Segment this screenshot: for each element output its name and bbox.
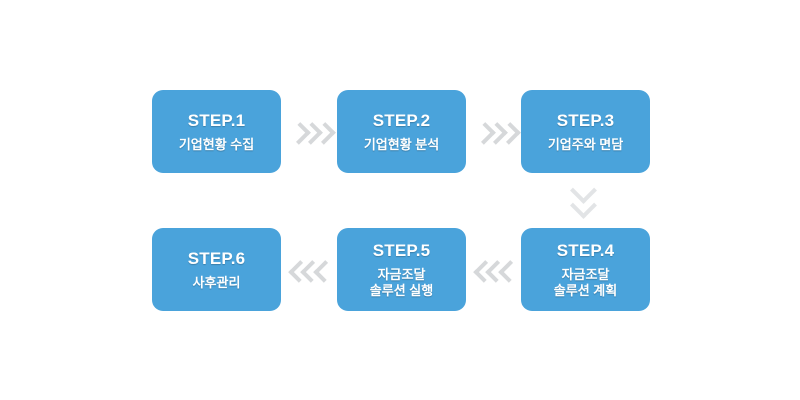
step-description-6: 사후관리 [193,275,241,291]
step-description-3: 기업주와 면담 [548,137,623,153]
chevron-stroke [312,259,336,283]
step-description-line: 기업현황 수집 [178,136,255,152]
step-description-2: 기업현황 분석 [364,137,439,153]
step-card-1[interactable]: STEP.1 기업현황 수집 [152,90,281,173]
step-description-line: 솔루션 계획 [553,282,618,298]
chevron-left-triple-icon [473,259,521,283]
step-description-line: 자금조달 [561,266,610,282]
chevron-stroke [497,121,521,145]
step-description-line: 사후관리 [192,274,241,290]
step-card-5[interactable]: STEP.5 자금조달 솔루션 실행 [337,228,466,311]
step-description-1: 기업현황 수집 [179,137,254,153]
step-description-line: 기업현황 분석 [363,136,440,152]
chevron-stroke [569,192,597,219]
chevron-right-triple-icon [473,121,521,145]
chevron-stroke [497,259,521,283]
step-description-line: 기업주와 면담 [547,136,624,152]
chevron-down-double-icon [568,177,598,219]
step-description-5: 자금조달 솔루션 실행 [370,267,433,300]
step-card-3[interactable]: STEP.3 기업주와 면담 [521,90,650,173]
step-description-line: 솔루션 실행 [369,282,434,298]
step-description-line: 자금조달 [377,266,426,282]
step-title-3: STEP.3 [556,111,615,131]
step-title-2: STEP.2 [372,111,431,131]
step-card-2[interactable]: STEP.2 기업현황 분석 [337,90,466,173]
step-description-4: 자금조달 솔루션 계획 [554,267,617,300]
step-title-6: STEP.6 [187,249,246,269]
step-title-5: STEP.5 [372,240,431,260]
step-card-4[interactable]: STEP.4 자금조달 솔루션 계획 [521,228,650,311]
step-title-1: STEP.1 [187,111,246,131]
step-card-6[interactable]: STEP.6 사후관리 [152,228,281,311]
chevron-left-triple-icon [288,259,336,283]
step-title-4: STEP.4 [556,240,615,260]
chevron-stroke [312,121,336,145]
chevron-right-triple-icon [288,121,336,145]
